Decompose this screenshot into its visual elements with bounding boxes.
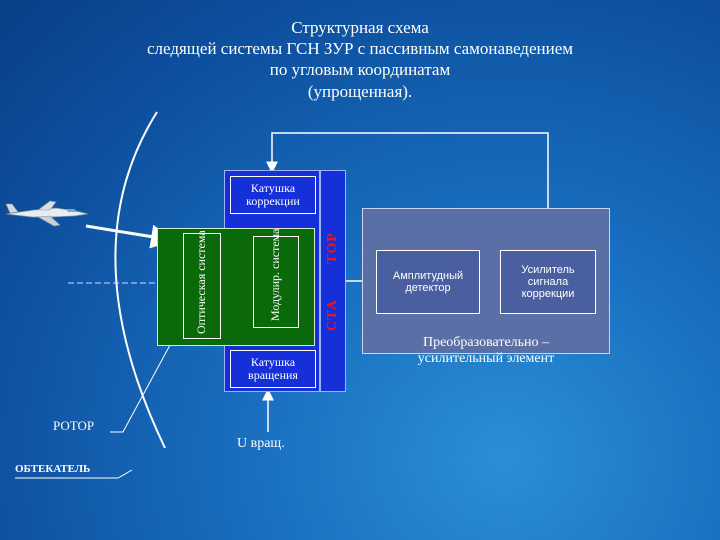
rotation-coil-label-line-1: Катушка [250,355,296,369]
diagram-title-line-3: по угловым координатам [269,60,451,79]
amplitude-detector-line-1: Амплитудный [392,270,464,282]
modulator-label: Модулир. система [268,228,282,322]
fairing-label: ОБТЕКАТЕЛЬ [15,463,91,475]
optical-system-label: Оптическая система [194,230,208,334]
correction-coil-label-line-1: Катушка [250,181,296,195]
feedback-loop [266,132,549,250]
diagram-title-line-4: (упрощенная). [307,82,413,101]
u-rot-label: U вращ. [237,436,285,451]
converter-label-line-1: Преобразовательно – [422,335,550,350]
amplifier-block: Усилитель сигнала коррекции [500,250,596,314]
modulator-box [253,236,299,328]
amplifier-line-2: сигнала [527,276,569,288]
amplifier-line-1: Усилитель [521,264,575,276]
sta-label: СТА [325,299,340,331]
correction-coil-block: Катушка коррекции [230,176,316,214]
amplitude-detector-block: Амплитудный детектор [376,250,480,314]
aircraft-icon [5,200,89,227]
tor-label: ТОР [325,232,340,264]
rotation-coil-block: Катушка вращения [230,350,316,388]
rotation-coil-label-line-2: вращения [248,368,298,382]
correction-coil-label-line-2: коррекции [246,194,300,208]
rotor-pointer [110,344,171,433]
diagram-title-line-1: Структурная схема [291,18,429,37]
converter-label: Преобразовательно – усилительный элемент [362,335,610,367]
fairing-pointer [15,469,133,479]
sta-tor-panel [320,170,346,392]
amplitude-detector-line-2: детектор [405,282,451,294]
optical-system-box [183,233,221,339]
fairing-arc [114,111,166,449]
rotor-label: РОТОР [53,418,95,433]
amplifier-line-3: коррекции [521,288,575,300]
converter-label-line-2: усилительный элемент [417,351,555,366]
diagram-title-line-2: следящей системы ГСН ЗУР с пассивным сам… [146,39,574,58]
